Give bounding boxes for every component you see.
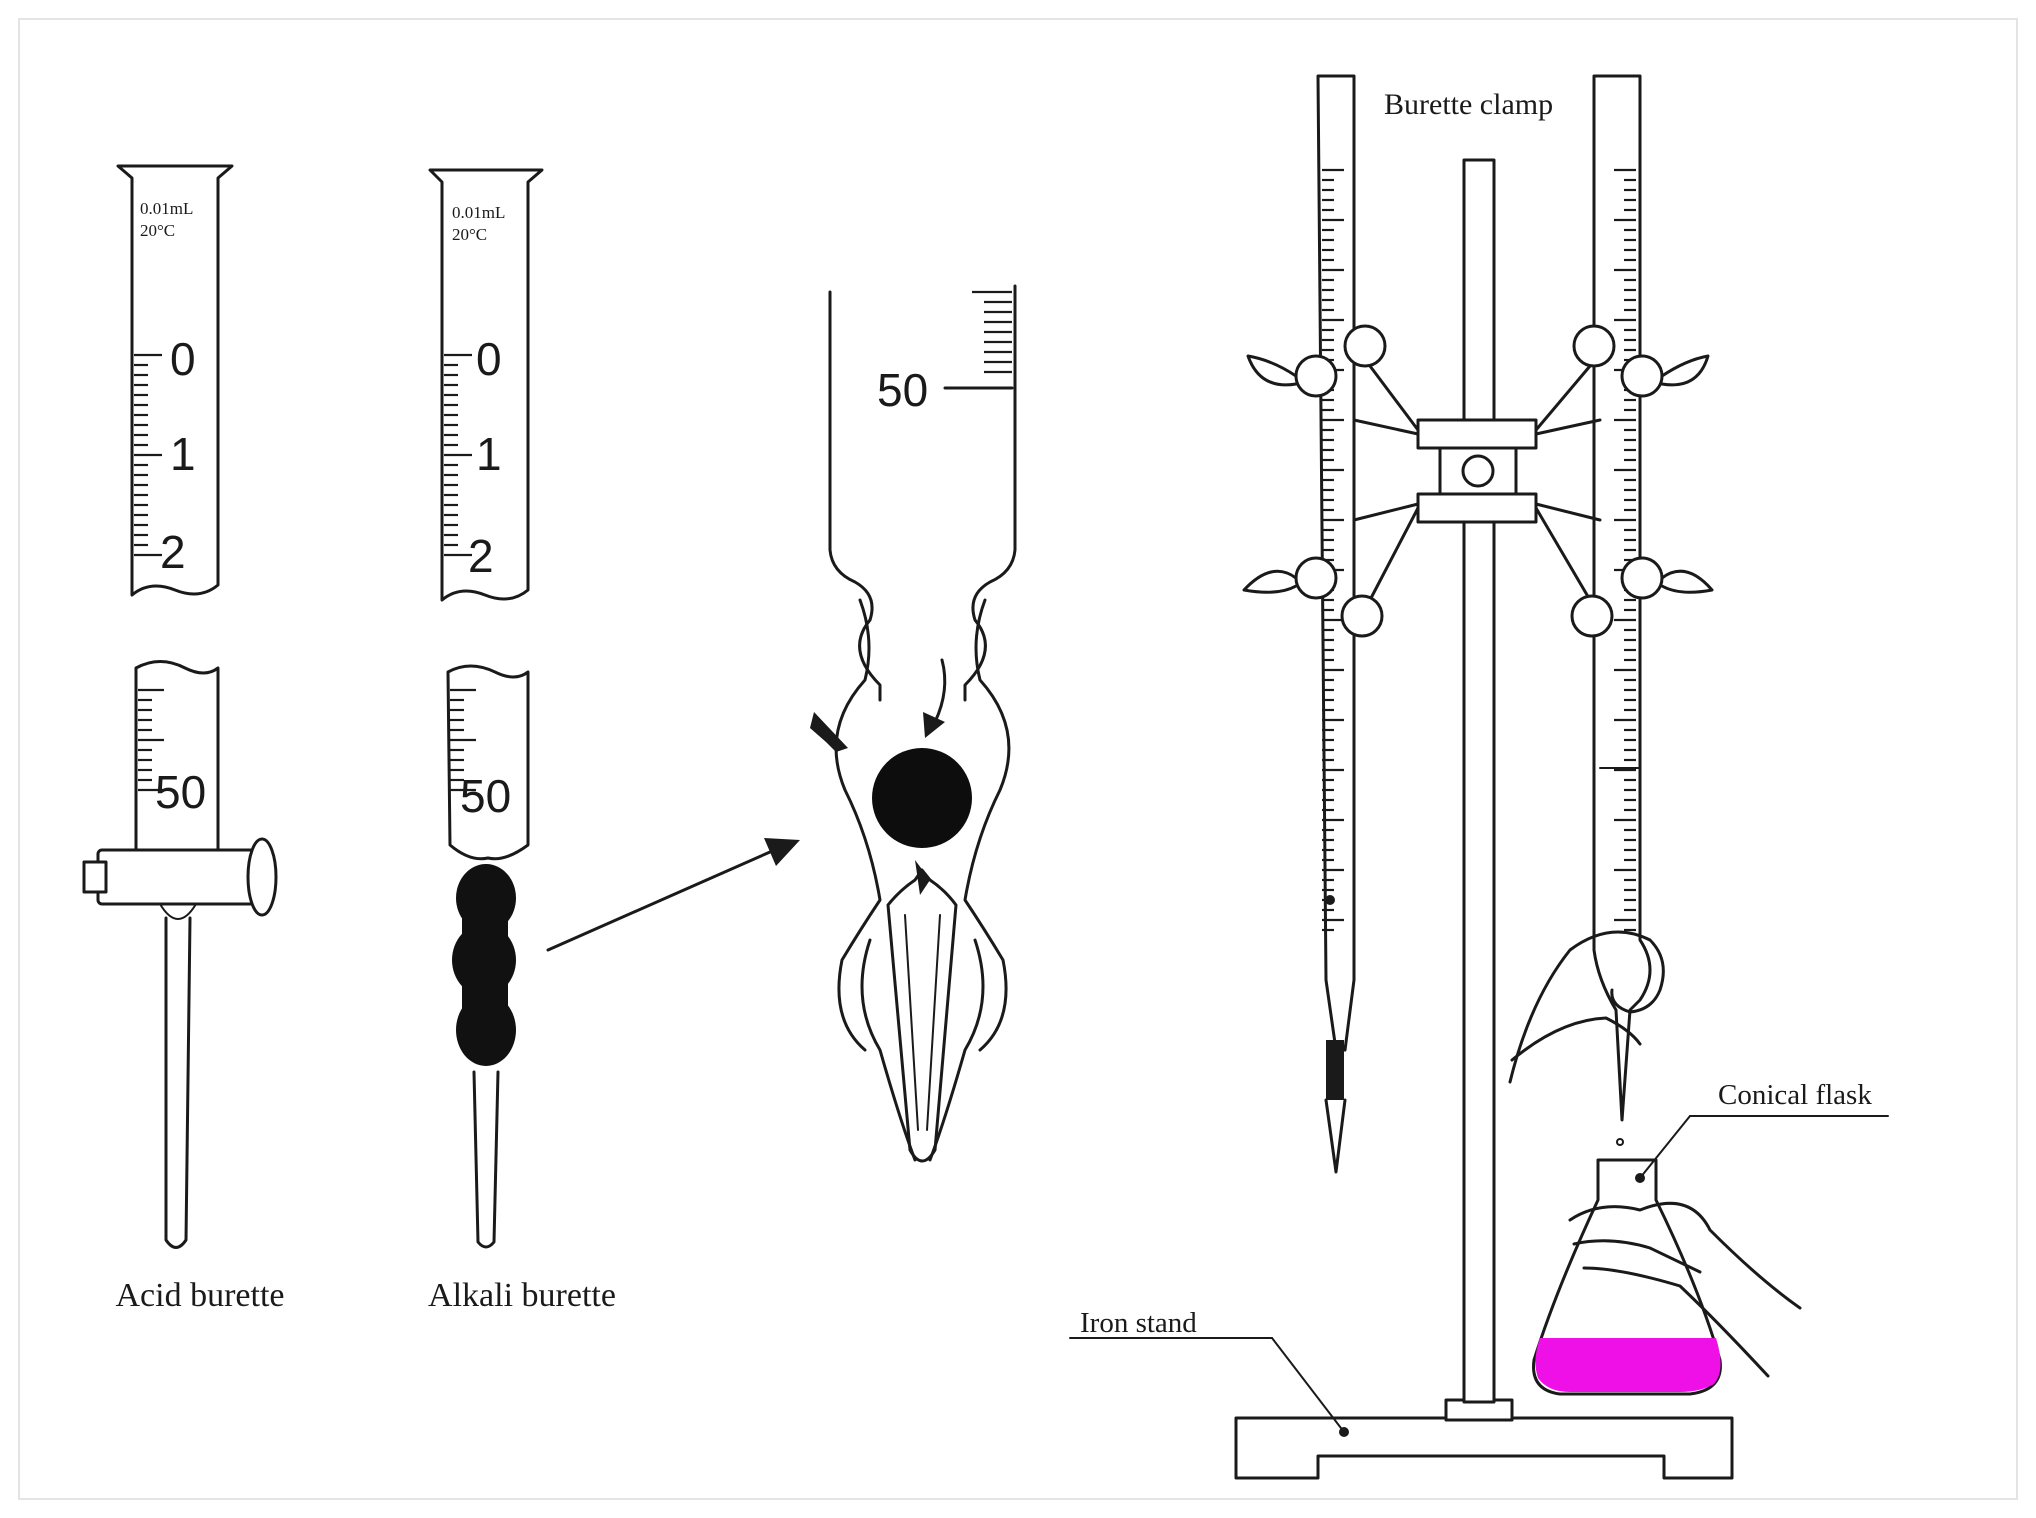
conical-flask-label: Conical flask — [1718, 1079, 1872, 1111]
detail-scale-ticks — [972, 290, 1012, 374]
alkali-lower-ticks — [450, 688, 476, 792]
acid-mark-1: 1 — [170, 428, 196, 480]
detail-mark-50: 50 — [877, 364, 928, 416]
alkali-spec-line1: 0.01mL — [452, 203, 505, 222]
acid-scale-ticks — [134, 353, 162, 557]
acid-mark-2: 2 — [160, 526, 186, 578]
acid-spec-line2: 20°C — [140, 221, 175, 240]
iron-stand-label: Iron stand — [1080, 1307, 1197, 1339]
rubber-tube — [452, 864, 516, 1066]
acid-burette-label: Acid burette — [116, 1277, 285, 1314]
zoom-arrow — [546, 838, 800, 952]
acid-mark-0: 0 — [170, 333, 196, 385]
iron-stand — [1069, 158, 1734, 1480]
acid-lower-ticks — [138, 688, 164, 792]
alkali-mark-50: 50 — [460, 770, 511, 822]
acid-spec-line1: 0.01mL — [140, 199, 193, 218]
alkali-scale-ticks — [444, 353, 472, 557]
acid-stopcock — [82, 837, 278, 920]
conical-flask — [1532, 1115, 1889, 1396]
burette-clamp-label: Burette clamp — [1384, 88, 1553, 121]
glass-bead-detail: 50 — [810, 284, 1017, 1163]
alkali-burette-lower: 50 — [446, 664, 530, 1249]
alkali-mark-1: 1 — [476, 428, 502, 480]
alkali-burette-upper: 0.01mL 20°C 0 1 2 — [428, 168, 544, 602]
alkali-mark-2: 2 — [468, 530, 494, 582]
hand-upper — [1508, 930, 1665, 1084]
hand-lower — [1568, 1201, 1802, 1378]
burette-clamp — [1242, 324, 1714, 638]
alkali-spec-line2: 20°C — [452, 225, 487, 244]
acid-burette-upper: 0.01mL 20°C 0 1 2 — [116, 164, 234, 597]
acid-mark-50: 50 — [155, 766, 206, 818]
figure-frame — [18, 18, 2018, 1500]
acid-burette-lower: 50 — [82, 660, 278, 1249]
alkali-burette-label: Alkali burette — [428, 1277, 616, 1314]
alkali-mark-0: 0 — [476, 333, 502, 385]
